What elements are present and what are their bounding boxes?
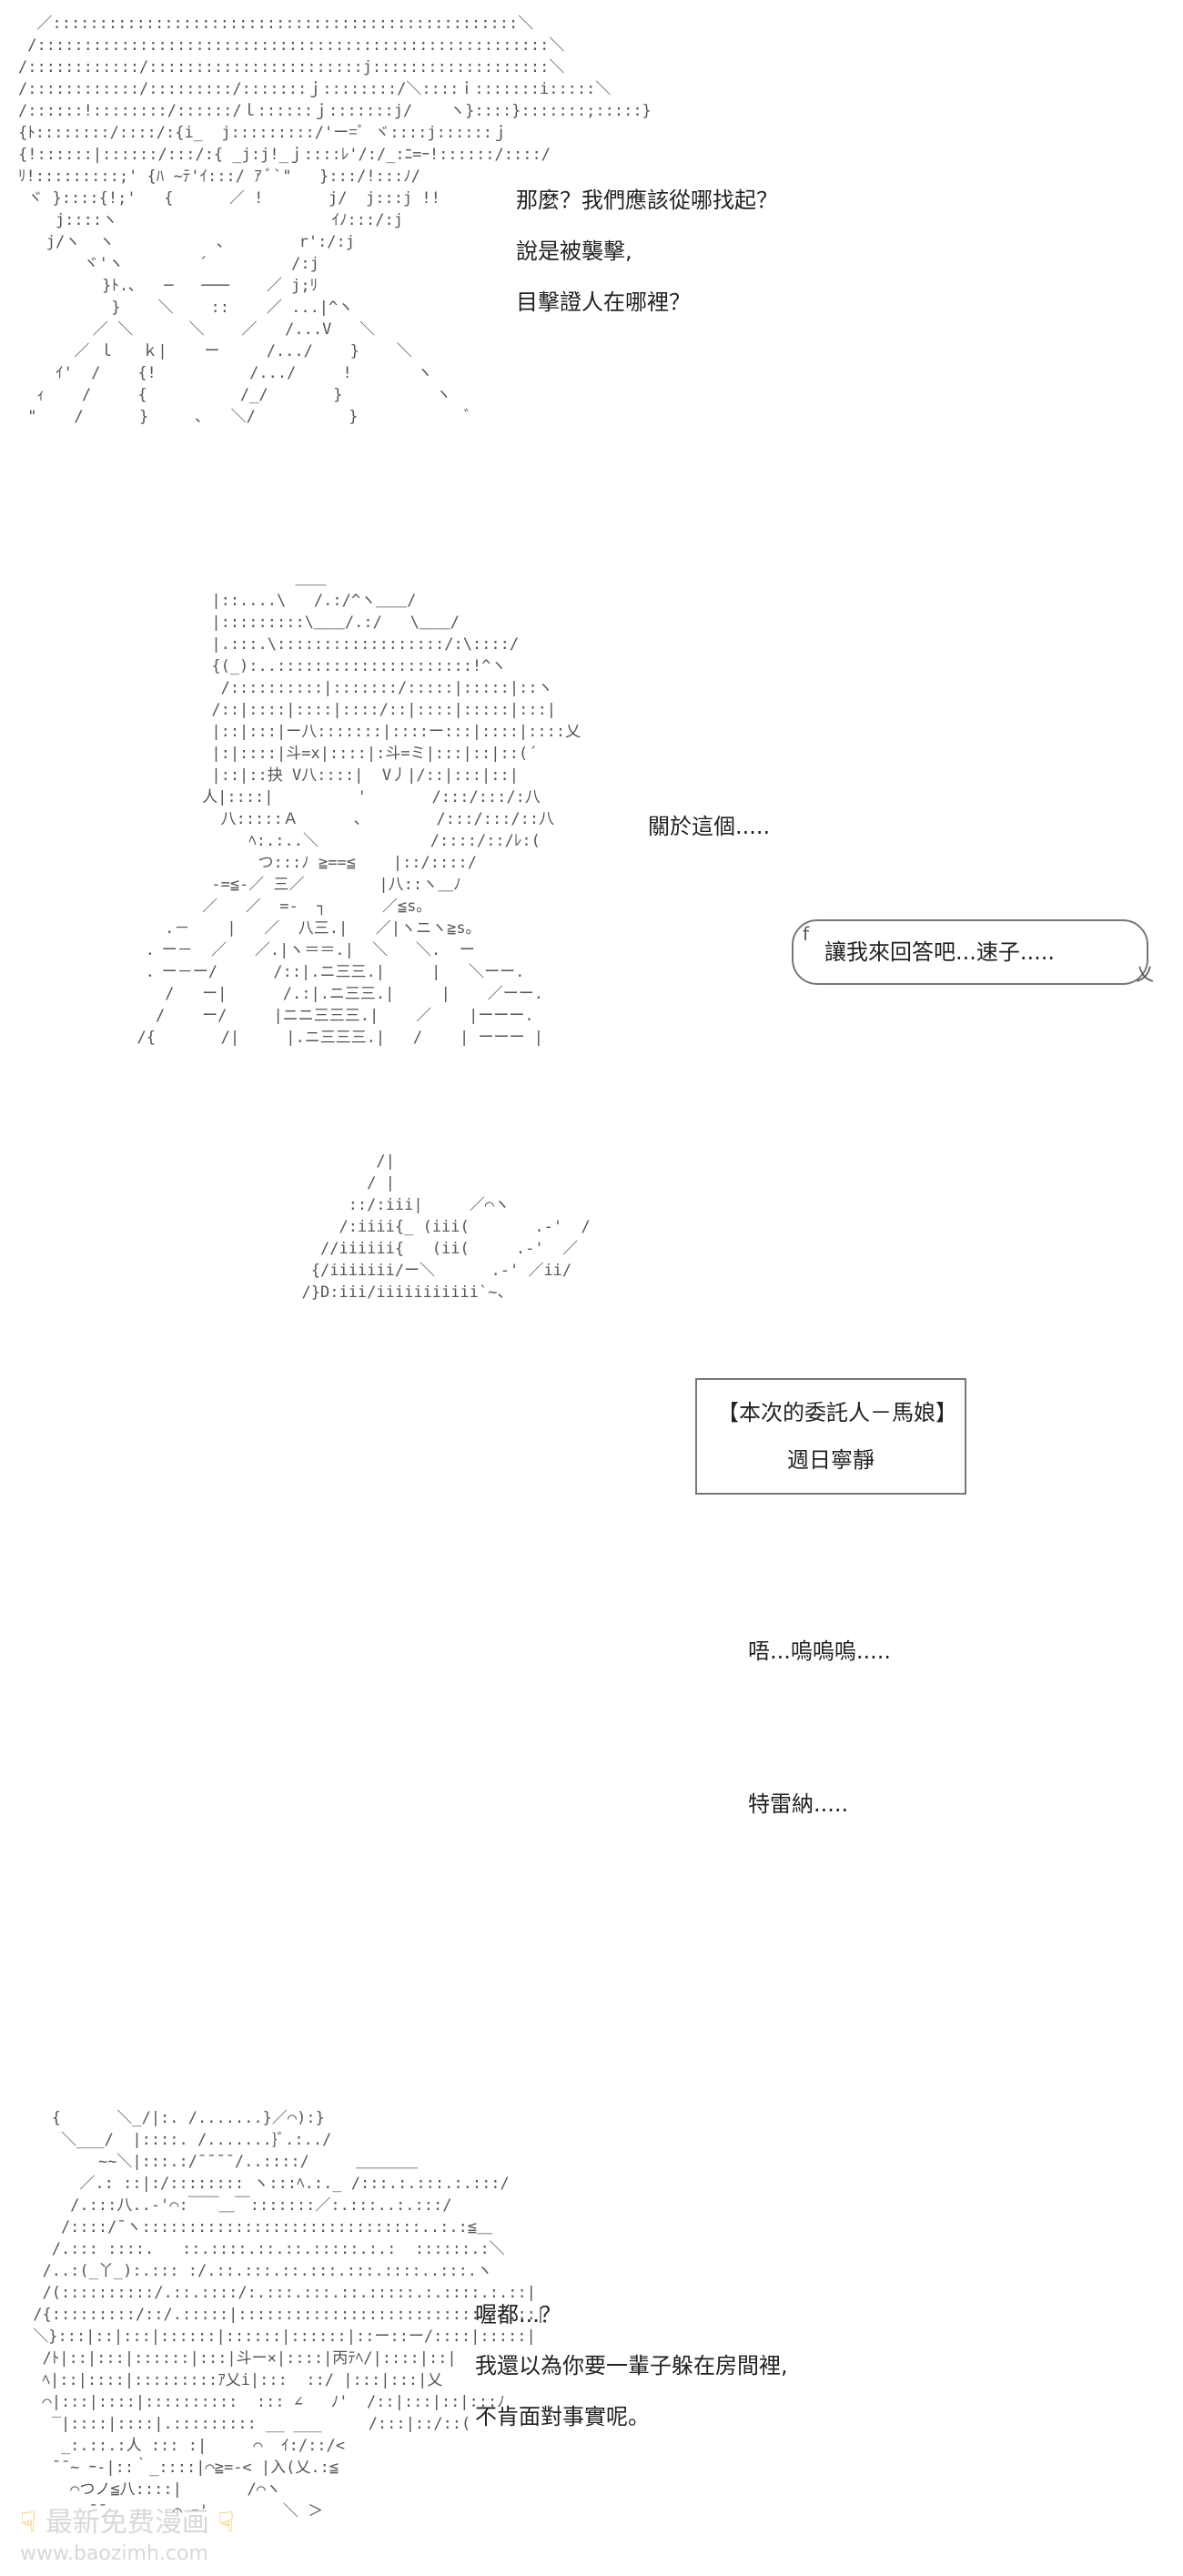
panel-2: ＿＿ |::....\ /.:/^ヽ＿＿/ |:::::::::\＿＿/.:/ …: [0, 546, 1183, 1111]
ascii-art-character-2: ＿＿ |::....\ /.:/^ヽ＿＿/ |:::::::::\＿＿/.:/ …: [136, 570, 581, 1047]
dialog-line: 我還以為你要一輩子躲在房間裡,: [475, 2353, 788, 2378]
dialog-line: 不肯面對事實呢。: [475, 2404, 650, 2429]
pointing-hand-icon: ☟: [217, 2507, 235, 2539]
bubble-mark-bottom: 乂: [1136, 963, 1154, 985]
dialog-line: 目擊證人在哪裡？: [516, 289, 691, 315]
panel-3: /| / | ::/:iii| ／⌒ヽ /:iiii{_ (iii( .-' /…: [0, 1111, 1183, 2098]
dialog-line: 喔都...？: [475, 2302, 561, 2328]
dialog-text-3: 唔...嗚嗚嗚..... 特雷納.....: [748, 1524, 891, 1881]
watermark-text: 最新免费漫画: [45, 2507, 209, 2539]
dialog-line: 關於這個.....: [648, 814, 771, 839]
dialog-line: 特雷納.....: [748, 1791, 849, 1817]
pointing-hand-icon: ☟: [20, 2507, 37, 2539]
info-title: 【本次的委託人－馬娘】: [717, 1400, 957, 1425]
dialog-text-4: 喔都...？ 我還以為你要一輩子躲在房間裡, 不肯面對事實呢。: [475, 2289, 788, 2442]
watermark: ☟ 最新免费漫画 ☟ www.baozimh.com: [20, 2505, 235, 2567]
bubble-mark-top: f: [803, 923, 810, 945]
dialog-text-2: 關於這個.....: [648, 801, 770, 852]
dialog-line: 唔...嗚嗚嗚.....: [748, 1638, 892, 1664]
client-info-box: 【本次的委託人－馬娘】 週日寧靜: [695, 1378, 966, 1495]
ascii-art-character-4: { ＼_/|:. /.......}／⌒):} ＼___/ |::::. /..…: [33, 2109, 546, 2520]
panel-4: { ＼_/|:. /.......}／⌒):} ＼___/ |::::. /..…: [0, 2098, 1183, 2576]
dialog-line: 那麼？我們應該從哪找起？: [516, 188, 778, 213]
dialog-line: 說是被襲擊,: [516, 238, 632, 264]
bubble-text: 讓我來回答吧...速子.....: [824, 939, 1056, 965]
watermark-url: www.baozimh.com: [20, 2542, 208, 2565]
speech-bubble: f 讓我來回答吧...速子..... 乂: [792, 919, 1154, 985]
info-name: 週日寧靜: [787, 1447, 875, 1473]
dialog-text-1: 那麼？我們應該從哪找起？ 說是被襲擊, 目擊證人在哪裡？: [516, 175, 778, 328]
ascii-art-character-3: /| / | ::/:iii| ／⌒ヽ /:iiii{_ (iii( .-' /…: [4, 1151, 966, 1817]
panel-1: ／:::::::::::::::::::::::::::::::::::::::…: [0, 0, 1183, 546]
ascii-art-character-1: ／:::::::::::::::::::::::::::::::::::::::…: [18, 15, 652, 426]
